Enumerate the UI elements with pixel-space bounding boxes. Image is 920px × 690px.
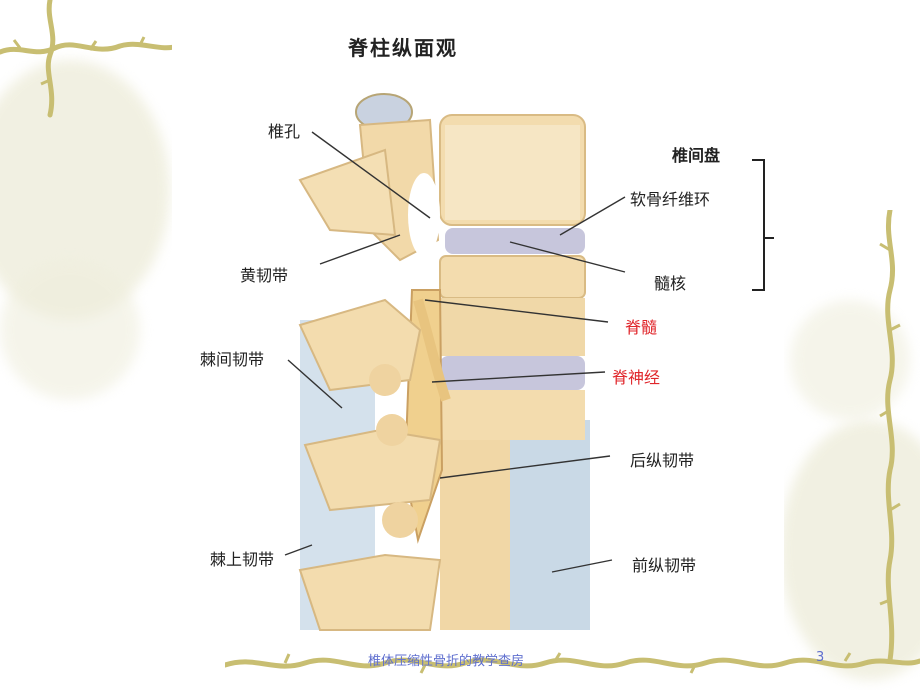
label-vertebral-foramen: 椎孔 <box>268 122 301 141</box>
facet-joint-1 <box>369 364 401 396</box>
vertebral-body-2 <box>439 255 586 299</box>
vine-decoration-top <box>0 0 180 118</box>
vine-decoration-bottom <box>225 652 920 674</box>
facet-joint-2 <box>376 414 408 446</box>
disc-1 <box>445 228 585 254</box>
footer-caption: 椎体压缩性骨折的教学查房 <box>368 654 525 669</box>
facet-joint-3 <box>382 502 418 538</box>
label-spinal-cord: 脊髓 <box>625 318 658 337</box>
spinous-process-top <box>298 148 397 237</box>
vertebral-body-4 <box>440 440 510 630</box>
page-number: 3 <box>816 650 825 665</box>
disc-2 <box>440 356 585 390</box>
anterior-ligament-shape <box>505 420 590 630</box>
leader-line-nucleus <box>509 241 626 273</box>
leader-line-anterior-ligament <box>551 559 613 573</box>
vine-decoration-right <box>879 210 901 663</box>
spinal-nerve-shape <box>413 298 451 402</box>
leader-line-vertebral-foramen <box>311 131 431 219</box>
background-leaf-decoration <box>780 420 920 680</box>
spinous-process-3 <box>303 428 442 512</box>
leader-line-annulus <box>559 196 626 236</box>
leader-line-posterior-ligament <box>439 455 611 479</box>
vertebral-body-3 <box>440 390 585 440</box>
leader-line-supraspinous <box>284 544 313 556</box>
label-spinal-nerve: 脊神经 <box>612 368 661 387</box>
label-supraspinous-ligament: 棘上韧带 <box>210 550 275 569</box>
label-intervertebral-disc: 椎间盘 <box>672 146 721 165</box>
label-interspinous-ligament: 棘间韧带 <box>200 350 265 369</box>
label-annulus-fibrosus: 软骨纤维环 <box>630 190 711 209</box>
leader-line-spinal-cord <box>424 299 609 323</box>
label-anterior-longitudinal-ligament: 前纵韧带 <box>632 556 697 575</box>
vertebral-foramen-shape <box>408 173 440 257</box>
spinous-process-4 <box>298 553 442 631</box>
background-leaf-decoration <box>0 260 140 400</box>
label-ligamentum-flavum: 黄韧带 <box>240 266 289 285</box>
figure-title: 脊柱纵面观 <box>348 36 458 60</box>
label-posterior-longitudinal-ligament: 后纵韧带 <box>630 451 695 470</box>
leader-line-interspinous <box>287 359 343 409</box>
leader-line-spinal-nerve <box>431 371 606 383</box>
intervertebral-disc-bracket <box>752 159 774 291</box>
vertebral-body-1-top <box>445 125 580 220</box>
leader-line-ligamentum-flavum <box>319 234 401 265</box>
label-nucleus-pulposus: 髓核 <box>654 274 687 293</box>
vertebral-body-2-lower <box>440 298 585 356</box>
